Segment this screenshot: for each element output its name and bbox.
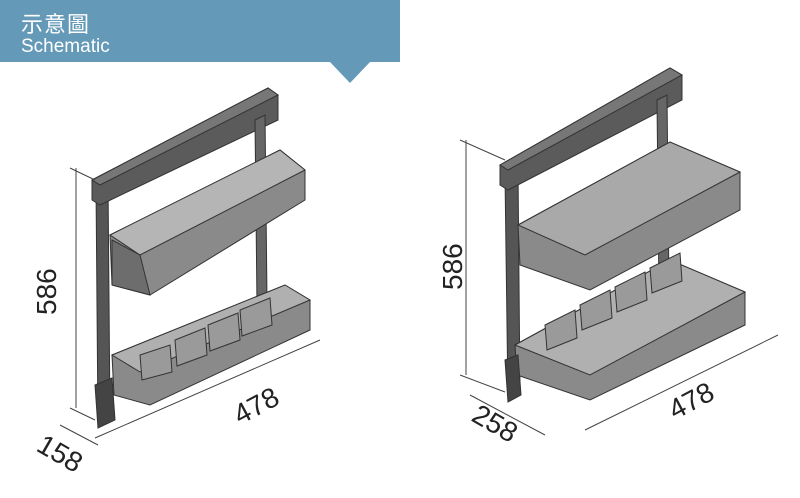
right-dimensions	[459, 139, 779, 436]
left-dimensions	[59, 167, 321, 446]
left-depth-label: 158	[32, 428, 88, 478]
banner-pointer	[330, 62, 370, 83]
right-height-label: 586	[437, 243, 468, 290]
left-rack-drawing	[90, 87, 312, 429]
left-width-label: 478	[228, 381, 284, 430]
right-width-label: 478	[663, 376, 719, 425]
title-zh: 示意圖	[21, 13, 91, 38]
right-rack-drawing	[499, 67, 747, 403]
left-height-label: 586	[31, 268, 62, 315]
title-en: Schematic	[21, 36, 110, 57]
right-depth-label: 258	[467, 398, 523, 448]
header-banner: 示意圖 Schematic	[0, 0, 400, 62]
